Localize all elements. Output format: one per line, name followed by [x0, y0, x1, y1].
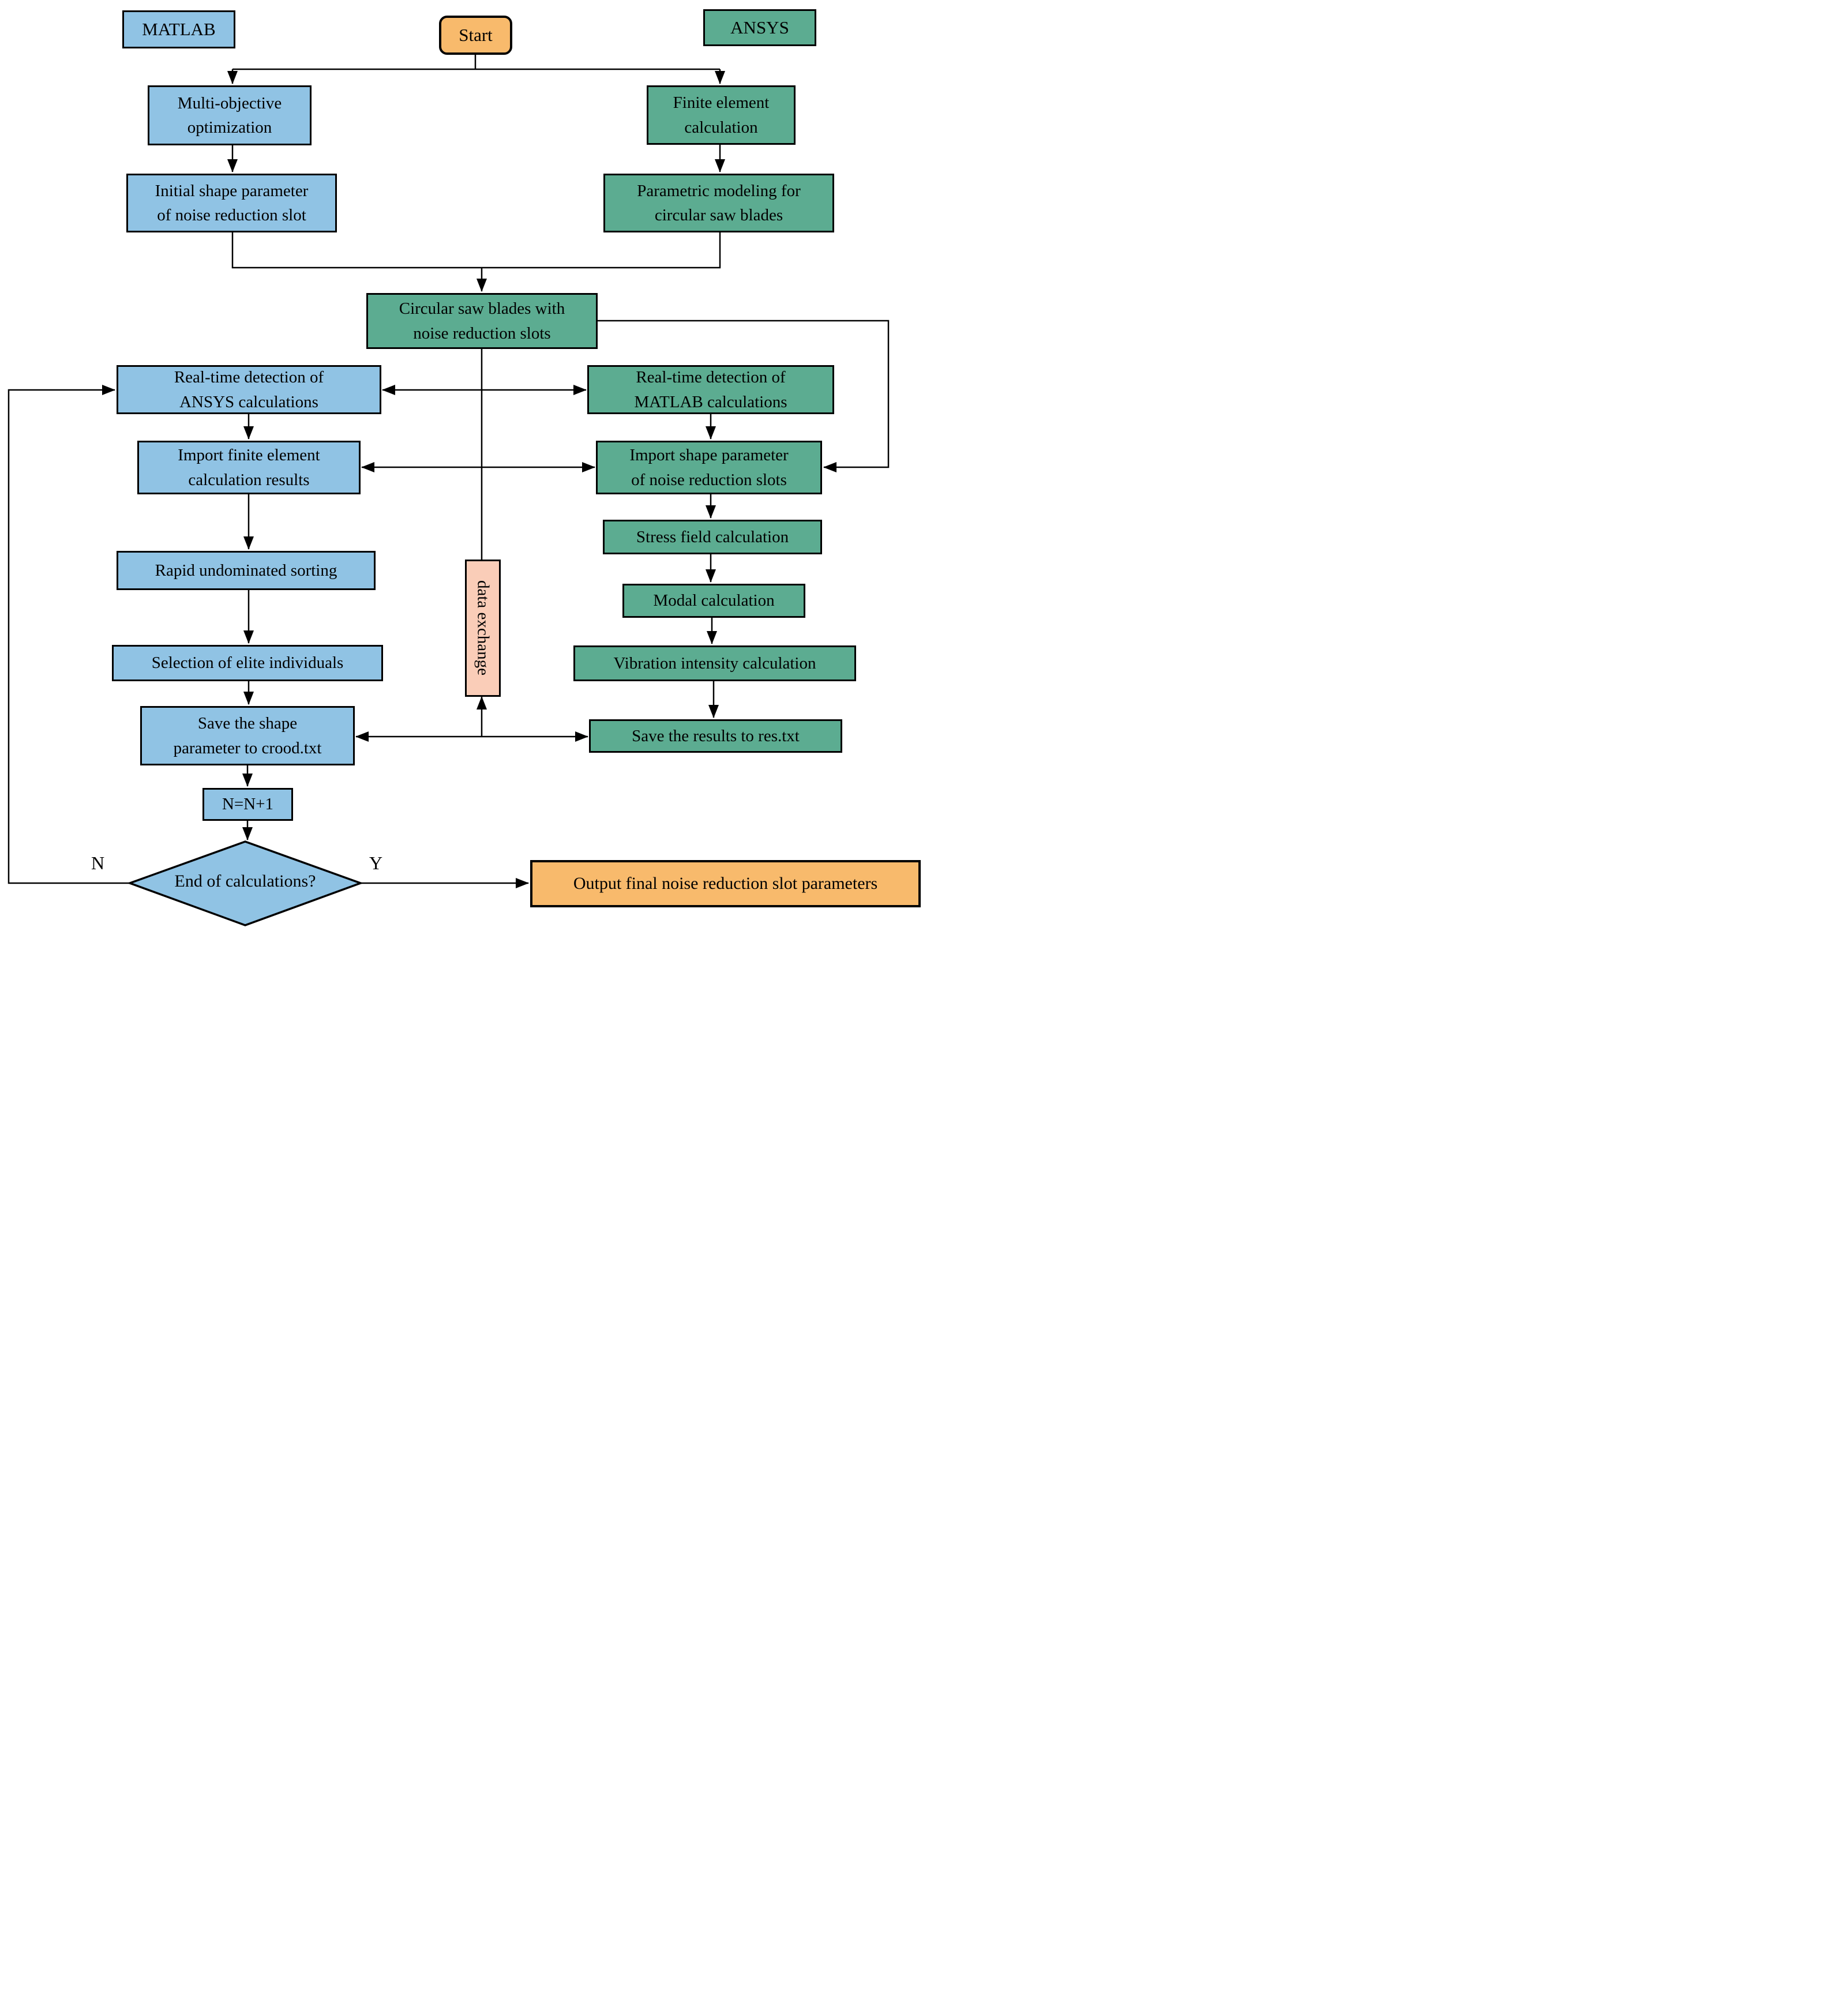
node-selection-elite-individuals: Selection of elite individuals	[112, 645, 383, 681]
start-node: Start	[439, 16, 512, 55]
decision-diamond	[126, 840, 364, 926]
node-data-exchange: data exchange	[465, 560, 501, 697]
node-save-results-res-txt: Save the results to res.txt	[589, 719, 842, 753]
edge-circular-to-importshape	[598, 320, 890, 472]
node-import-shape-parameters: Import shape parameter of noise reductio…	[596, 441, 822, 494]
ansys-column-label: ANSYS	[703, 9, 816, 46]
node-circular-saw-blades: Circular saw blades with noise reduction…	[366, 293, 598, 349]
branch-yes-label: Y	[369, 853, 383, 873]
flowchart-canvas: MATLAB Start ANSYS Multi-objective optim…	[0, 0, 923, 1009]
node-parametric-modeling: Parametric modeling for circular saw bla…	[603, 174, 834, 232]
node-initial-shape-parameter: Initial shape parameter of noise reducti…	[126, 174, 337, 232]
node-rapid-undominated-sorting: Rapid undominated sorting	[117, 551, 376, 590]
node-realtime-detection-matlab: Real-time detection of MATLAB calculatio…	[587, 365, 834, 414]
decision-label: End of calculations?	[174, 872, 316, 891]
node-finite-element-calculation: Finite element calculation	[647, 85, 796, 145]
edge-initial-down	[231, 232, 721, 269]
branch-no-label: N	[91, 853, 105, 873]
node-realtime-detection-ansys: Real-time detection of ANSYS calculation…	[117, 365, 381, 414]
node-vibration-intensity-calculation: Vibration intensity calculation	[573, 645, 856, 681]
node-multi-objective-optimization: Multi-objective optimization	[148, 85, 312, 145]
node-output-final-parameters: Output final noise reduction slot parame…	[530, 860, 921, 907]
matlab-column-label: MATLAB	[122, 10, 235, 48]
edge-decision-no-feedback	[7, 385, 130, 884]
node-stress-field-calculation: Stress field calculation	[603, 520, 822, 554]
node-modal-calculation: Modal calculation	[622, 584, 805, 618]
connector-wires	[7, 55, 890, 926]
node-save-shape-crood-txt: Save the shape parameter to crood.txt	[140, 706, 355, 765]
node-import-fe-results: Import finite element calculation result…	[137, 441, 361, 494]
node-counter-increment: N=N+1	[202, 788, 293, 821]
